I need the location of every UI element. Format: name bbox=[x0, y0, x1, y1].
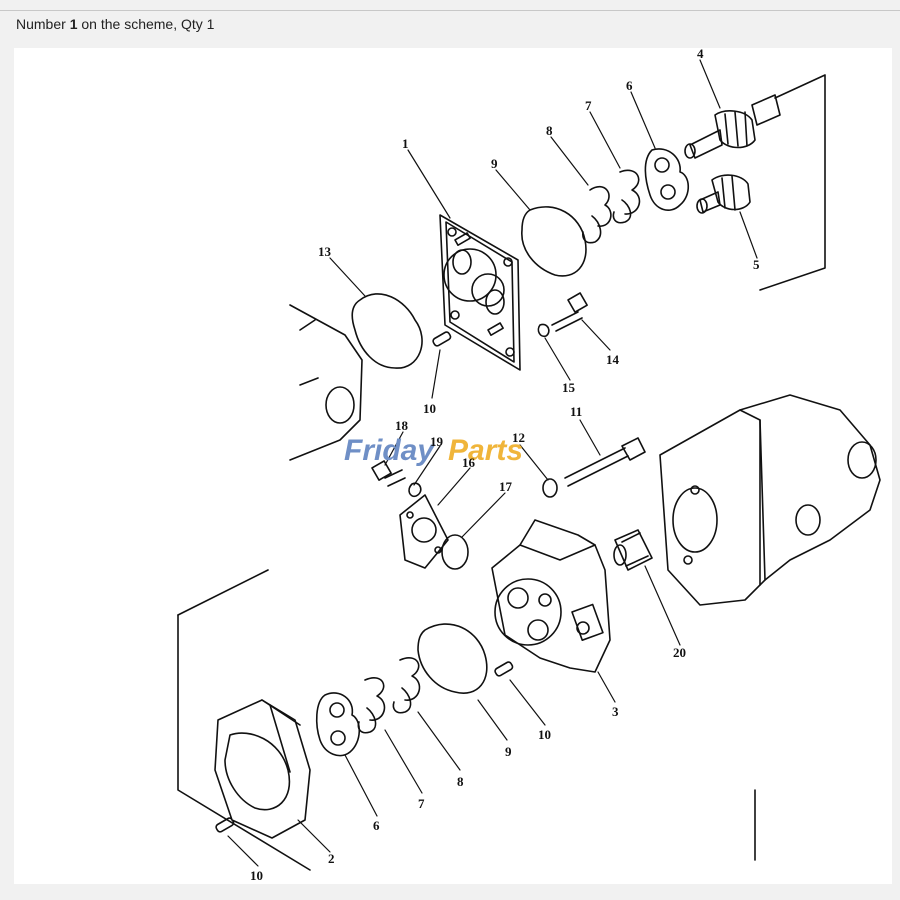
part-19-clip bbox=[408, 482, 422, 498]
part-9-gasket-top bbox=[521, 206, 587, 277]
part-14-bolt bbox=[551, 292, 588, 332]
caption-part-number: 1 bbox=[69, 16, 78, 32]
part-12-washer bbox=[542, 478, 558, 498]
label-16: 16 bbox=[462, 455, 476, 470]
right-pump-housing bbox=[659, 394, 881, 606]
label-4: 4 bbox=[697, 48, 704, 61]
caption-prefix: Number bbox=[16, 16, 70, 32]
caption-suffix: on the scheme, Qty 1 bbox=[77, 16, 215, 32]
scheme-caption: Number 1 on the scheme, Qty 1 bbox=[16, 16, 214, 32]
label-19: 19 bbox=[430, 434, 444, 449]
part-9-gasket-bottom bbox=[417, 623, 488, 694]
watermark-friday: Friday bbox=[344, 434, 435, 467]
part-15-washer bbox=[537, 323, 550, 338]
part-3-center-housing bbox=[491, 519, 611, 673]
label-8-bottom: 8 bbox=[457, 774, 464, 789]
part-20-bearing bbox=[613, 529, 653, 571]
lower-bracket-line bbox=[177, 614, 311, 871]
upper-bracket-line bbox=[759, 74, 826, 291]
part-number-labels: 1 2 3 4 5 6 6 7 7 8 8 9 9 10 10 10 10 11… bbox=[250, 48, 760, 883]
part-7-seal-top bbox=[612, 169, 641, 224]
label-10-b: 10 bbox=[538, 727, 551, 742]
label-14: 14 bbox=[606, 352, 620, 367]
part-6-bushing-top bbox=[644, 148, 690, 211]
label-2: 2 bbox=[328, 851, 335, 866]
part-8-seal-top bbox=[582, 185, 612, 244]
label-9-bottom: 9 bbox=[505, 744, 512, 759]
part-10-pin-top bbox=[432, 331, 452, 347]
part-1-front-cover bbox=[439, 214, 521, 371]
part-17-o-ring bbox=[441, 534, 469, 570]
label-6-bottom: 6 bbox=[373, 818, 380, 833]
label-18: 18 bbox=[395, 418, 409, 433]
label-10-a: 10 bbox=[423, 401, 436, 416]
left-housing-fragment bbox=[289, 304, 363, 461]
label-7-bottom: 7 bbox=[418, 796, 425, 811]
label-5: 5 bbox=[753, 257, 760, 272]
label-7-top: 7 bbox=[585, 98, 592, 113]
label-8-top: 8 bbox=[546, 123, 553, 138]
label-20: 20 bbox=[673, 645, 686, 660]
label-17: 17 bbox=[499, 479, 513, 494]
label-11: 11 bbox=[570, 404, 582, 419]
exploded-parts-diagram: Friday Parts 1 2 3 4 5 6 6 7 7 8 8 9 9 1… bbox=[177, 48, 881, 883]
part-6-bushing-bottom bbox=[315, 692, 361, 757]
label-1: 1 bbox=[402, 136, 409, 151]
part-8-seal-bottom bbox=[392, 657, 421, 714]
part-4-drive-gear bbox=[684, 94, 781, 159]
leader-lines bbox=[227, 59, 758, 867]
label-15: 15 bbox=[562, 380, 576, 395]
top-divider bbox=[0, 10, 900, 11]
part-5-driven-gear bbox=[696, 174, 751, 214]
label-6-top: 6 bbox=[626, 78, 633, 93]
label-3: 3 bbox=[612, 704, 619, 719]
part-18-bolt bbox=[371, 460, 406, 487]
lower-bracket-top-line bbox=[177, 569, 269, 616]
part-16-flange bbox=[399, 494, 449, 569]
watermark-parts: Parts bbox=[448, 434, 523, 467]
part-13-gasket bbox=[351, 293, 423, 369]
part-11-through-bolt bbox=[564, 437, 646, 487]
label-13: 13 bbox=[318, 244, 332, 259]
label-9-top: 9 bbox=[491, 156, 498, 171]
diagram-frame: Friday Parts 1 2 3 4 5 6 6 7 7 8 8 9 9 1… bbox=[14, 48, 892, 884]
part-10-pin-mid bbox=[494, 661, 514, 677]
label-10-c: 10 bbox=[250, 868, 263, 883]
part-7-seal-bottom bbox=[357, 677, 386, 734]
part-2-rear-housing bbox=[214, 699, 311, 839]
label-12: 12 bbox=[512, 430, 525, 445]
